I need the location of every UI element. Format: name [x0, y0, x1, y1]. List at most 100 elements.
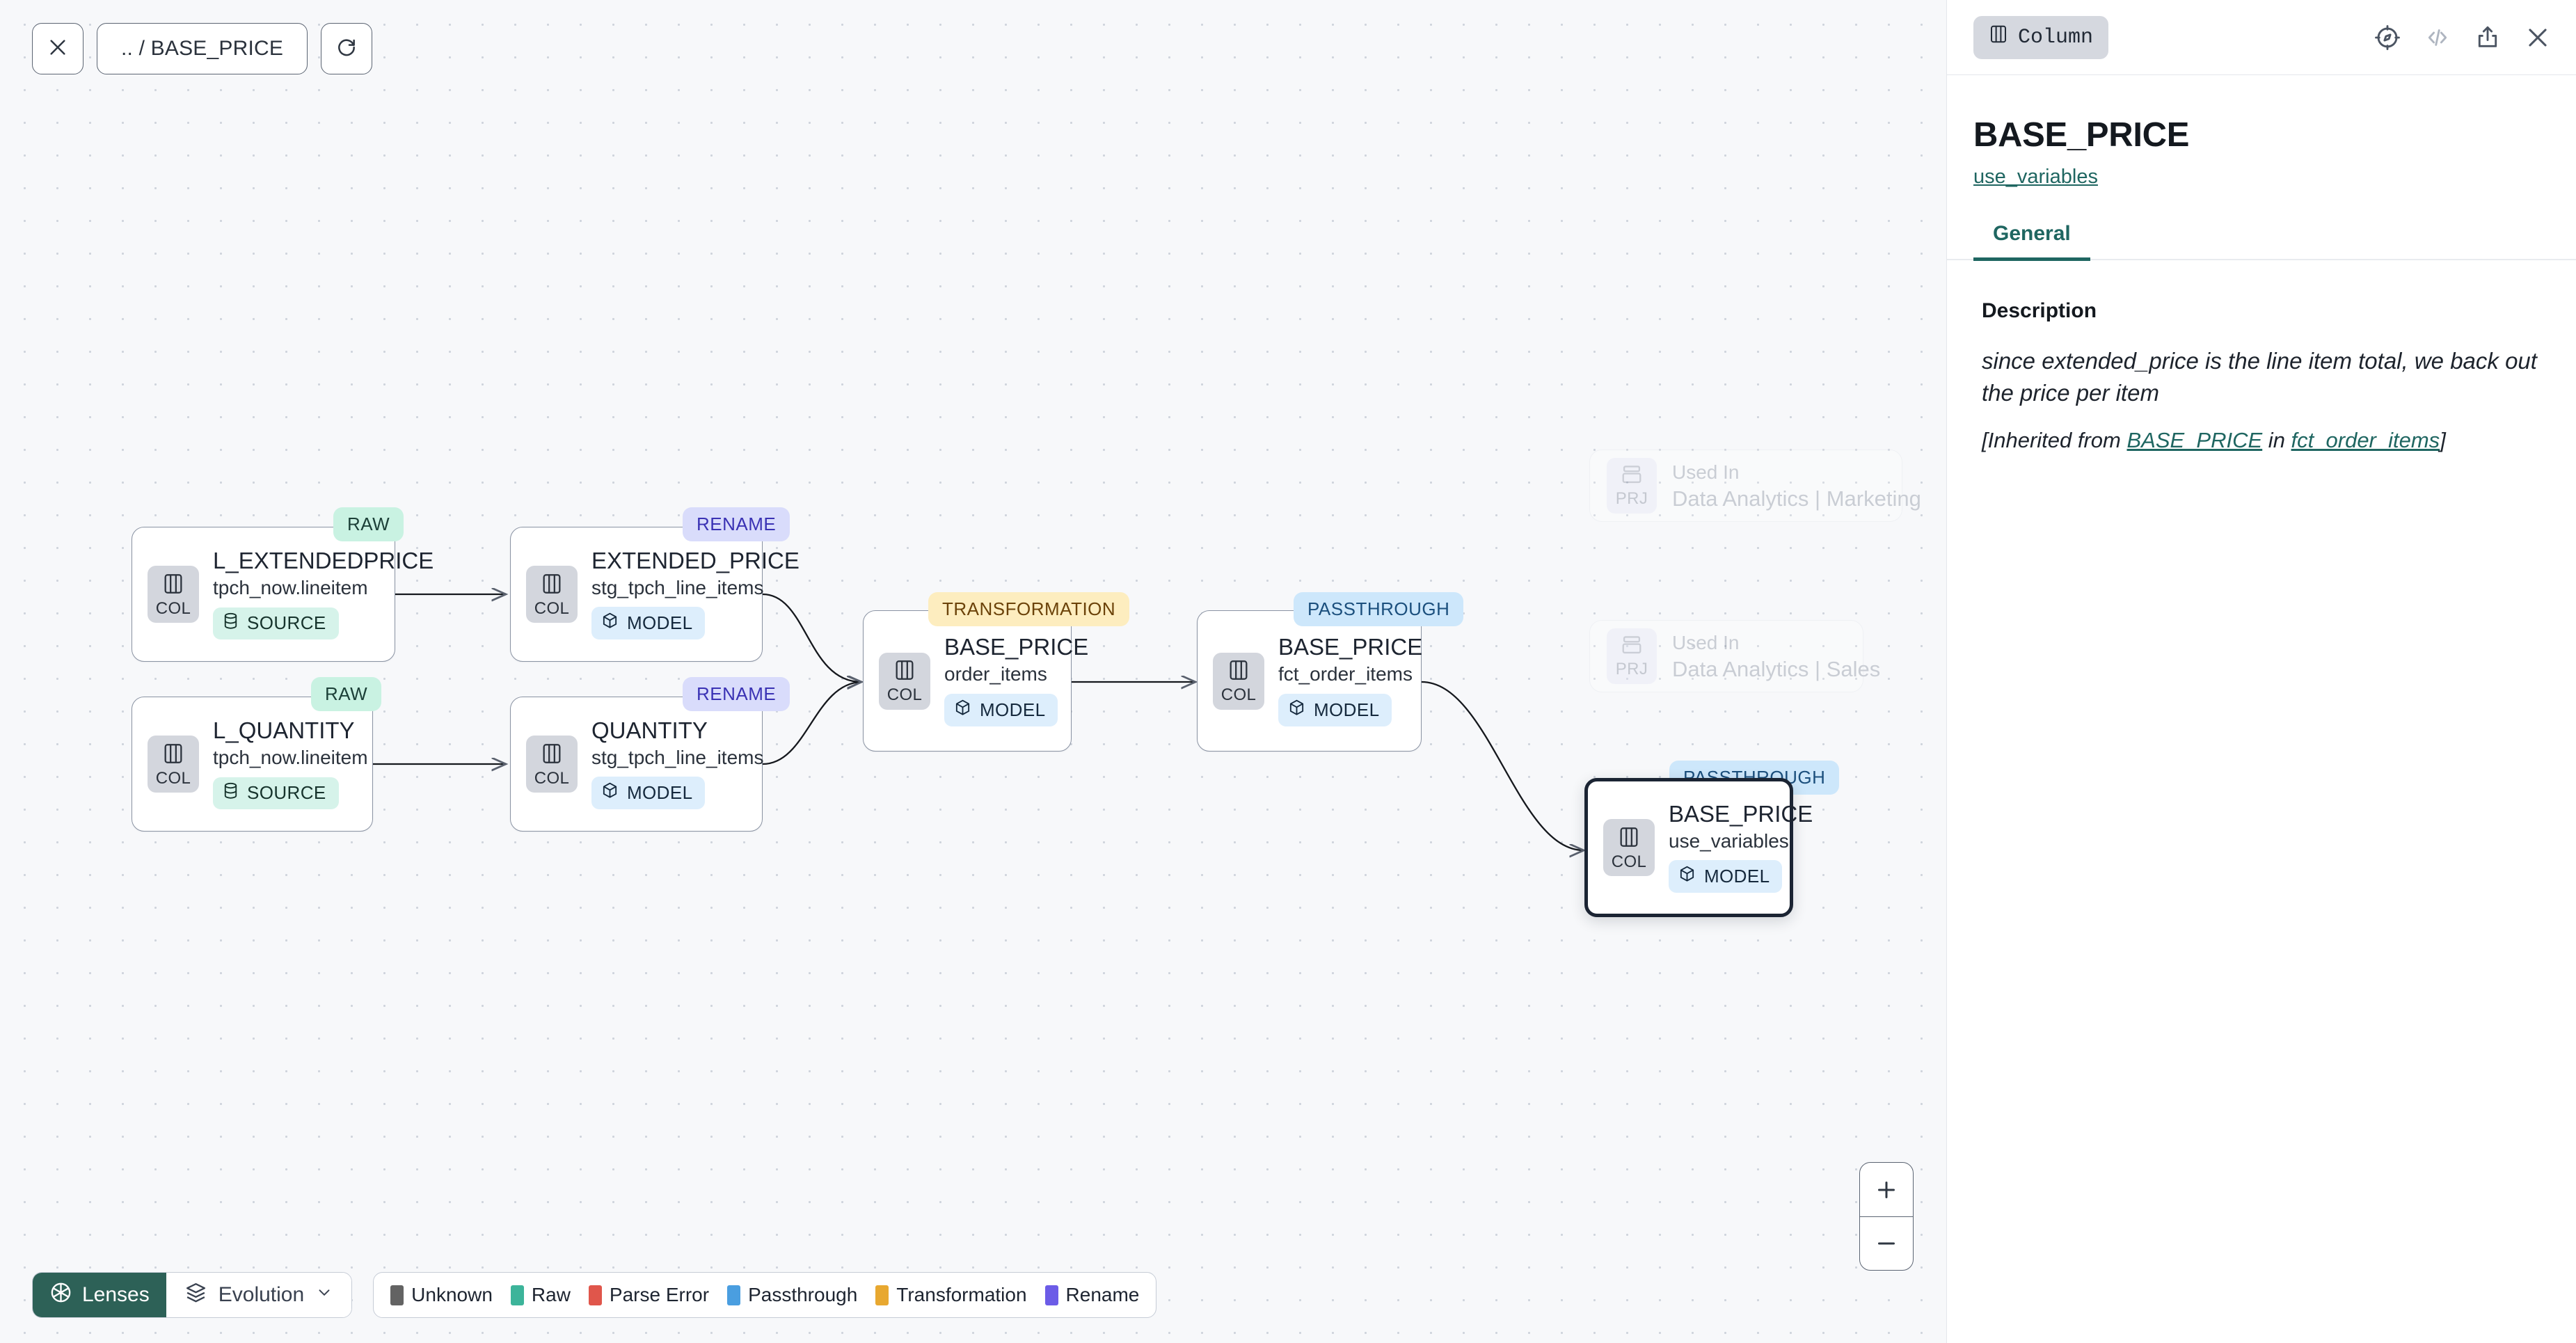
code-icon[interactable] [2424, 24, 2451, 51]
legend-swatch [390, 1285, 404, 1305]
legend-swatch [727, 1285, 741, 1305]
used-in-body: Used In Data Analytics | Marketing [1672, 461, 1921, 511]
node-kind-label: MODEL [627, 782, 693, 804]
legend-label: Raw [531, 1284, 571, 1305]
lenses-button[interactable]: Lenses [33, 1273, 166, 1317]
legend-label: Passthrough [748, 1284, 858, 1305]
close-button[interactable] [32, 23, 84, 74]
breadcrumb-button[interactable]: .. / BASE_PRICE [97, 23, 308, 74]
node-body: EXTENDED_PRICE stg_tpch_line_items MODEL [591, 547, 800, 640]
used-in-kicker: Used In [1672, 461, 1740, 483]
legend-item-transformation[interactable]: Transformation [875, 1284, 1027, 1306]
legend-item-unknown[interactable]: Unknown [390, 1284, 493, 1306]
explore-icon[interactable] [2374, 24, 2401, 51]
node-subtitle: use_variables [1669, 829, 1789, 852]
cube-icon [954, 699, 971, 722]
node-type-badge: TRANSFORMATION [928, 592, 1130, 626]
plus-icon [1878, 1181, 1895, 1198]
lineage-node-quantity[interactable]: COL QUANTITY stg_tpch_line_items MODEL [510, 697, 763, 832]
evolution-label: Evolution [218, 1283, 305, 1306]
project-chip: PRJ [1607, 458, 1657, 514]
node-body: BASE_PRICE order_items MODEL [944, 635, 1088, 726]
node-subtitle: order_items [944, 663, 1047, 685]
inherited-model-link[interactable]: fct_order_items [2291, 428, 2440, 453]
column-chip-label: COL [534, 768, 570, 788]
node-type-badge: RENAME [683, 507, 790, 541]
lineage-node-l-quantity[interactable]: COL L_QUANTITY tpch_now.lineitem SOURCE [132, 697, 373, 832]
column-icon [162, 742, 184, 769]
project-chip-label: PRJ [1615, 660, 1648, 678]
legend-item-raw[interactable]: Raw [510, 1284, 571, 1306]
inherited-column-link[interactable]: BASE_PRICE [2126, 428, 2263, 453]
database-icon [223, 782, 239, 804]
legend-item-passthrough[interactable]: Passthrough [727, 1284, 857, 1306]
column-icon [893, 658, 916, 685]
used-in-name: Data Analytics | Sales [1672, 656, 1881, 681]
node-body: QUANTITY stg_tpch_line_items MODEL [591, 717, 764, 810]
zoom-in-button[interactable] [1860, 1163, 1913, 1216]
legend-item-rename[interactable]: Rename [1044, 1284, 1139, 1306]
node-title: QUANTITY [591, 717, 708, 743]
project-icon [1620, 635, 1644, 659]
used-in-card[interactable]: PRJ Used In Data Analytics | Sales [1589, 620, 1880, 692]
description-inherited-note: [Inherited from BASE_PRICE in fct_order_… [1982, 428, 2550, 453]
used-in-name: Data Analytics | Marketing [1672, 486, 1921, 511]
panel-actions [2374, 24, 2551, 51]
tab-general[interactable]: General [1973, 222, 2090, 261]
lineage-canvas[interactable]: .. / BASE_PRICE [0, 0, 1946, 1343]
used-in-kicker: Used In [1672, 631, 1740, 653]
lineage-node-extended-price[interactable]: COL EXTENDED_PRICE stg_tpch_line_items M… [510, 527, 800, 662]
share-icon[interactable] [2474, 24, 2501, 51]
legend-swatch [588, 1285, 602, 1305]
node-subtitle: tpch_now.lineitem [213, 747, 368, 769]
node-title: L_QUANTITY [213, 717, 355, 744]
legend-label: Parse Error [609, 1284, 710, 1305]
column-chip-label: COL [1221, 685, 1257, 704]
column-chip: COL [148, 736, 199, 793]
legend-item-parse-error[interactable]: Parse Error [588, 1284, 710, 1306]
node-type-badge: RAW [333, 507, 404, 541]
column-icon [541, 572, 563, 599]
zoom-controls [1859, 1162, 1914, 1271]
node-title: L_EXTENDEDPRICE [213, 548, 434, 574]
node-kind-badge: MODEL [591, 607, 706, 640]
aperture-icon [49, 1281, 72, 1310]
page-title: BASE_PRICE [1973, 116, 2190, 154]
node-body: L_EXTENDEDPRICE tpch_now.lineitem SOURCE [213, 549, 434, 639]
column-chip-label: COL [155, 598, 191, 618]
legend-swatch [1044, 1285, 1058, 1305]
column-icon [1989, 24, 2008, 51]
column-chip: COL [526, 736, 578, 793]
column-chip: COL [879, 652, 930, 710]
column-chip: COL [526, 566, 578, 623]
minus-icon [1878, 1242, 1895, 1245]
node-subtitle: stg_tpch_line_items [591, 746, 764, 768]
project-chip: PRJ [1607, 628, 1657, 684]
used-in-card[interactable]: PRJ Used In Data Analytics | Marketing [1589, 450, 1921, 522]
lineage-node-l-extendedprice[interactable]: COL L_EXTENDEDPRICE tpch_now.lineitem SO… [132, 527, 434, 662]
node-body: BASE_PRICE use_variables MODEL [1669, 802, 1813, 893]
lineage-legend: Unknown Raw Parse Error Passthrough Tran… [373, 1272, 1157, 1318]
lineage-node-base-price-order-items[interactable]: COL BASE_PRICE order_items MODEL [863, 610, 1088, 752]
cube-icon [601, 612, 619, 635]
parent-model-link[interactable]: use_variables [1973, 166, 2098, 188]
project-chip-label: PRJ [1615, 489, 1648, 508]
details-panel: Column [1946, 0, 2576, 1343]
node-title: EXTENDED_PRICE [591, 547, 800, 573]
lineage-edges [373, 0, 1946, 1343]
close-icon[interactable] [2525, 24, 2551, 51]
canvas-bottom-bar: Lenses Evolution Unknown [32, 1272, 1157, 1318]
node-kind-label: MODEL [627, 612, 693, 634]
lineage-node-base-price-fct-order-items[interactable]: COL BASE_PRICE fct_order_items MODEL [1197, 610, 1422, 752]
column-chip-label: COL [887, 685, 923, 704]
lineage-node-base-price-use-variables[interactable]: COL BASE_PRICE use_variables MODEL [1584, 778, 1813, 917]
database-icon [223, 612, 239, 635]
evolution-dropdown[interactable]: Evolution [166, 1273, 352, 1317]
column-chip: COL [1213, 652, 1264, 710]
node-kind-label: MODEL [980, 699, 1046, 720]
refresh-button[interactable] [321, 23, 373, 74]
cube-icon [1678, 865, 1696, 888]
node-type-badge: RENAME [683, 677, 790, 711]
zoom-out-button[interactable] [1860, 1216, 1913, 1270]
